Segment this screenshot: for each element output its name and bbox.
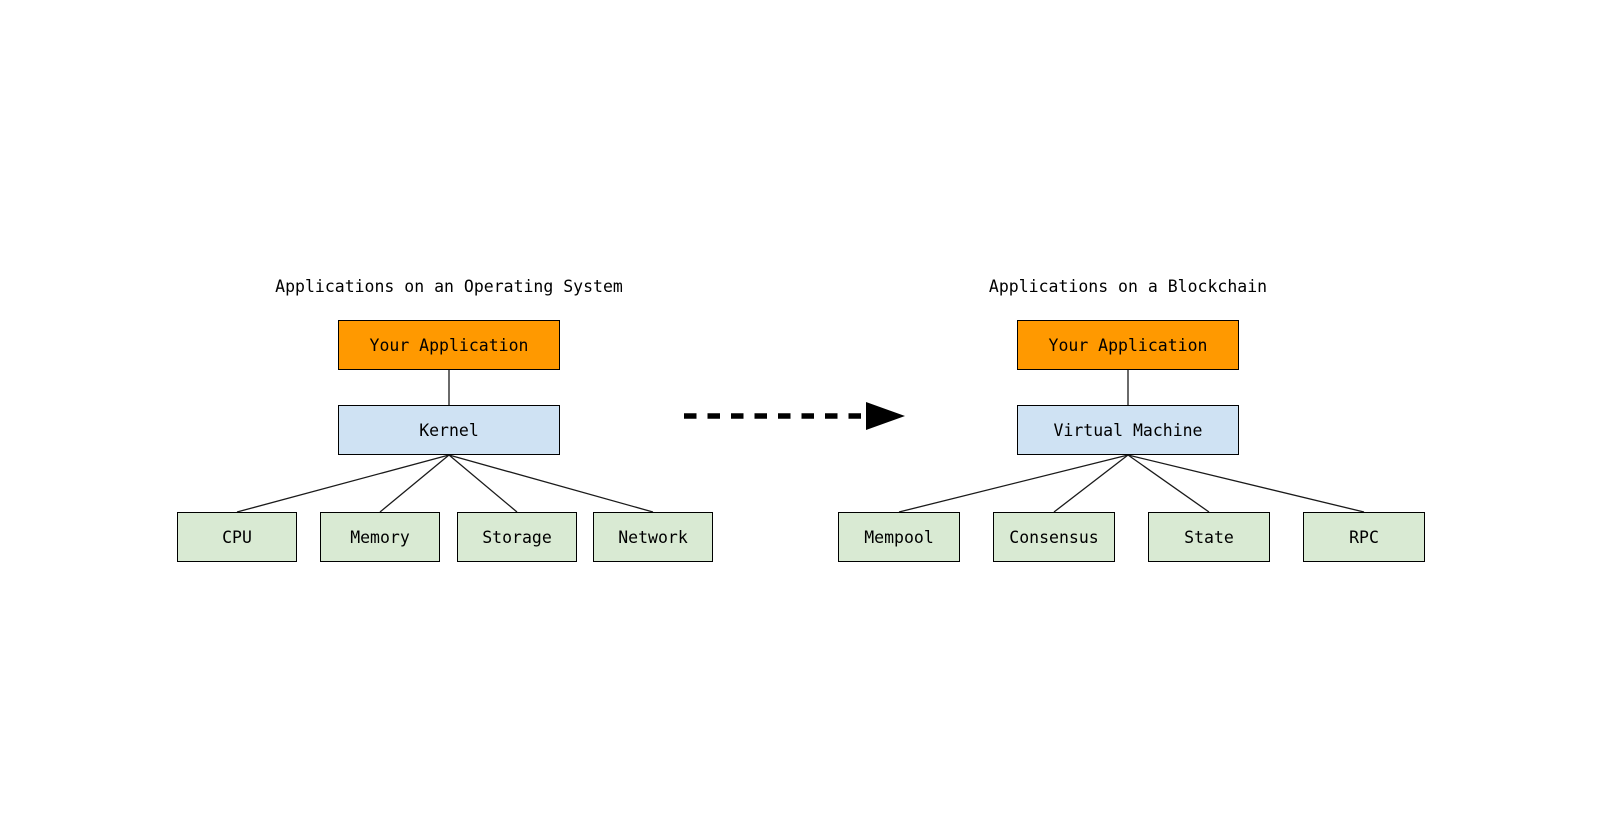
virtual-machine-box: Virtual Machine — [1017, 405, 1239, 455]
kernel-memory-connector — [379, 454, 450, 513]
cpu-box: CPU — [177, 512, 297, 562]
arrow-head — [866, 402, 905, 430]
kernel-box: Kernel — [338, 405, 560, 455]
vm-state-connector — [1127, 454, 1210, 513]
storage-box: Storage — [457, 512, 577, 562]
rpc-box: RPC — [1303, 512, 1425, 562]
memory-box: Memory — [320, 512, 440, 562]
blockchain-your-application-box: Your Application — [1017, 320, 1239, 370]
os-your-application-box: Your Application — [338, 320, 560, 370]
consensus-box: Consensus — [993, 512, 1115, 562]
kernel-cpu-connector — [236, 454, 450, 513]
blockchain-diagram-title: Applications on a Blockchain — [988, 277, 1268, 296]
dashed-right-arrow-icon — [684, 402, 905, 430]
os-tree-connectors — [236, 370, 654, 513]
kernel-network-connector — [448, 454, 654, 513]
mempool-box: Mempool — [838, 512, 960, 562]
os-diagram-title: Applications on an Operating System — [275, 277, 623, 296]
vm-mempool-connector — [898, 454, 1129, 513]
state-box: State — [1148, 512, 1270, 562]
blockchain-tree-connectors — [898, 370, 1365, 513]
network-box: Network — [593, 512, 713, 562]
vm-consensus-connector — [1053, 454, 1129, 513]
vm-rpc-connector — [1127, 454, 1365, 513]
kernel-storage-connector — [448, 454, 518, 513]
